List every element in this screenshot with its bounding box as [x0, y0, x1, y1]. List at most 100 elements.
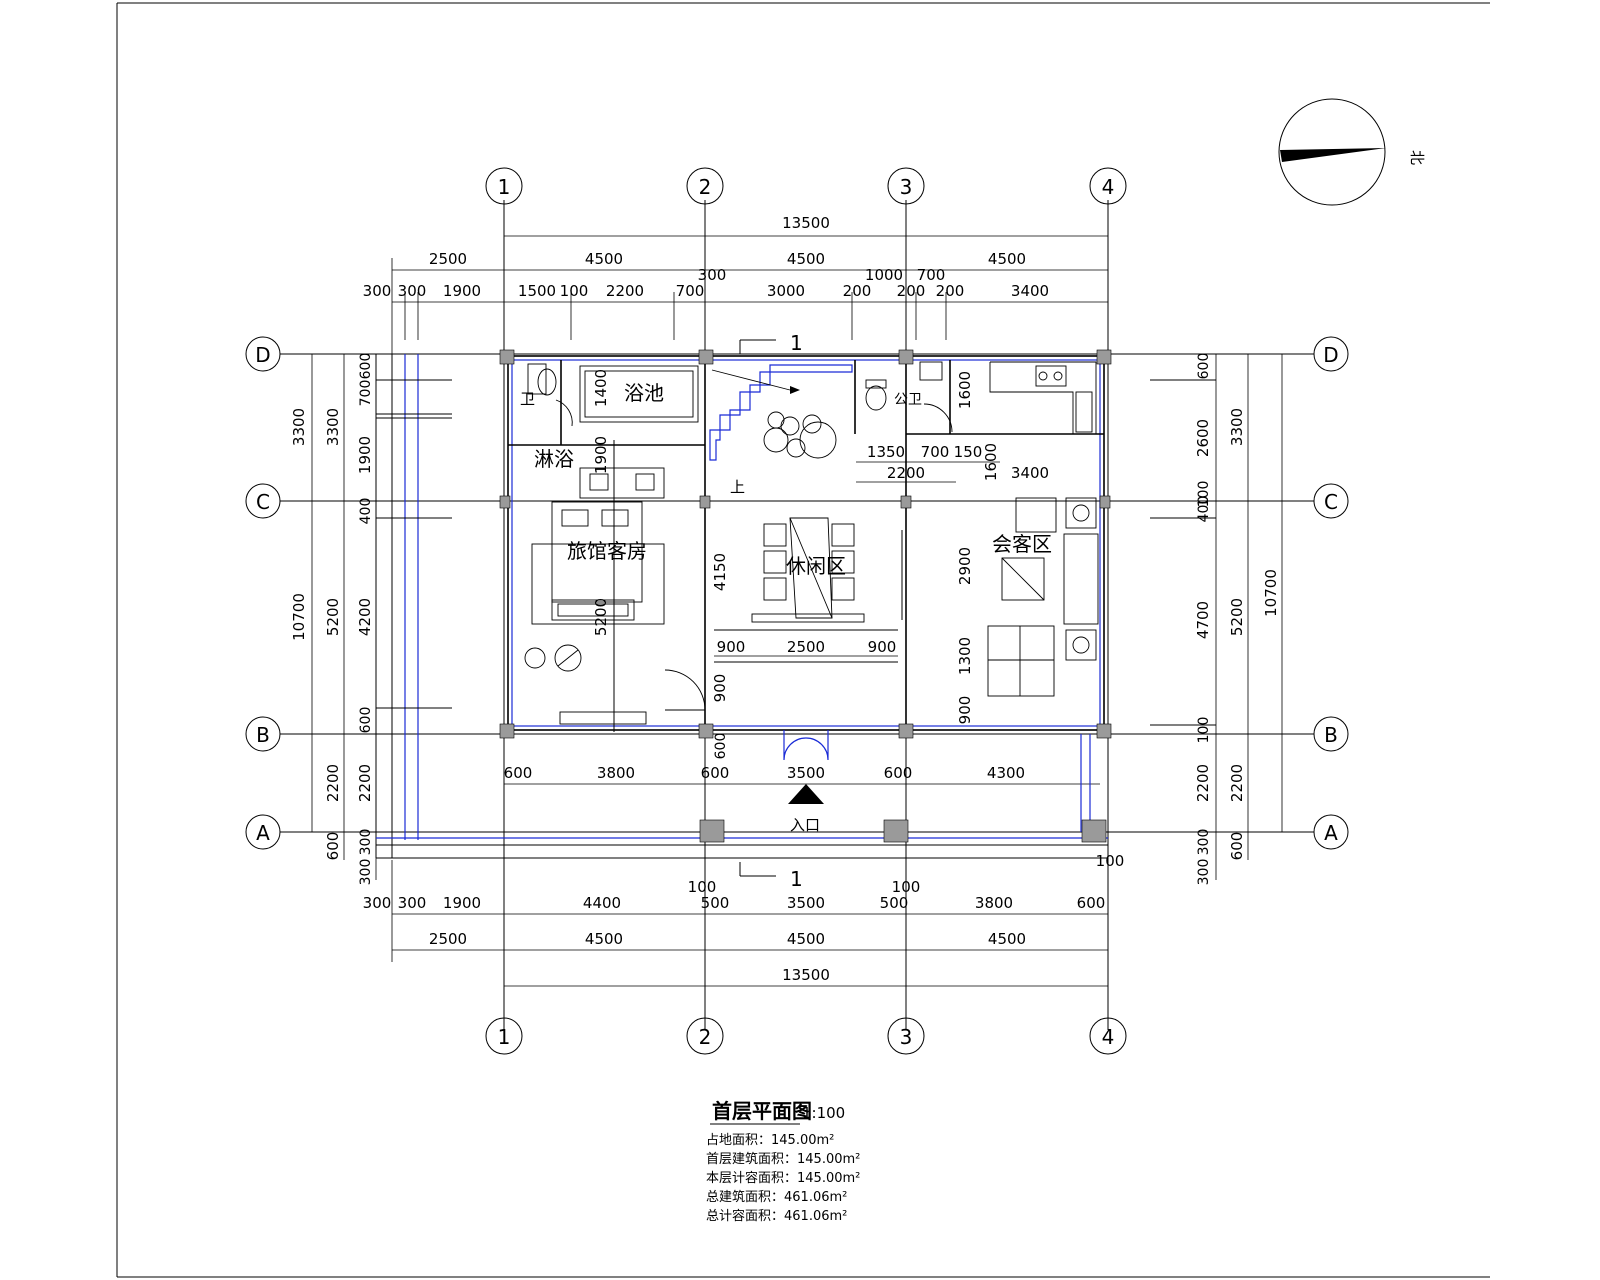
dim-right-inner-9: 300 — [1196, 859, 1212, 886]
dim-front-2: 3800 — [597, 764, 635, 782]
dim-top-row3-5: 100 — [560, 282, 589, 300]
dim-front-5: 600 — [884, 764, 913, 782]
dim-top-row3-11: 1000 — [865, 266, 903, 284]
dim-left-outer-2: 5200 — [324, 598, 342, 636]
dim-right-inner-1: 600 — [1196, 353, 1212, 380]
side-table-icon — [1065, 497, 1097, 529]
dim-left-outer-1b: 3300 — [324, 408, 342, 446]
dim-bottom-row1-11: 600 — [1077, 894, 1106, 912]
axis-label-4-bottom: 4 — [1102, 1025, 1115, 1049]
axis-bubbles-top: 1 2 3 4 — [485, 167, 1127, 205]
dim-right-inner-3: 100 — [1196, 481, 1212, 508]
section-label-top: 1 — [790, 331, 803, 355]
room-label-toilet: 卫 — [520, 390, 535, 408]
dim-int-18: 1300 — [956, 637, 974, 675]
top-dimensions: 13500 2500 4500 4500 4500 300 300 1900 1… — [363, 214, 1108, 354]
axis-label-B-right: B — [1324, 723, 1338, 747]
dim-top-row3-9: 3000 — [767, 282, 805, 300]
dim-bottom-row1-1: 300 — [363, 894, 392, 912]
dim-int-14: 1600 — [956, 371, 974, 409]
dim-int-1: 1400 — [592, 369, 610, 407]
dim-int-4: 4150 — [711, 553, 729, 591]
dim-left-inner-5: 1900 — [356, 436, 374, 474]
dim-bottom-row1-7: 3500 — [787, 894, 825, 912]
dim-right-inner-4: 400 — [1196, 496, 1212, 523]
dim-top-row2-4: 4500 — [988, 250, 1026, 268]
dim-top-row3-12: 700 — [917, 266, 946, 284]
coffee-table-icon — [1001, 557, 1045, 601]
dim-left-inner-11: 300 — [358, 859, 374, 886]
dim-front-1: 600 — [504, 764, 533, 782]
axis-label-D-right: D — [1323, 343, 1338, 367]
dim-top-row2-2: 4500 — [585, 250, 623, 268]
axis-label-4-top: 4 — [1102, 175, 1115, 199]
dim-int-2: 1900 — [592, 436, 610, 474]
dim-int-13: 2200 — [887, 464, 925, 482]
wc-basin-icon — [919, 361, 943, 381]
dim-int-11: 700 — [921, 443, 950, 461]
door-swing-icon-2 — [664, 669, 706, 711]
left-dimensions: 3300 10700 3300 5200 2200 600 600 700 19… — [290, 353, 377, 886]
lamp-icon — [554, 644, 582, 672]
dim-bottom-row1-10: 3800 — [975, 894, 1013, 912]
entrance-arrow-icon — [788, 784, 824, 804]
dim-bottom-row1-8: 100 — [892, 878, 921, 896]
room-label-guest: 旅馆客房 — [567, 539, 647, 563]
dim-top-row3-2: 300 — [398, 282, 427, 300]
north-arrow: 北 — [1278, 98, 1426, 206]
dim-bottom-row1-4: 4400 — [583, 894, 621, 912]
dim-left-inner-7: 4200 — [356, 598, 374, 636]
room-label-reception: 会客区 — [992, 532, 1052, 556]
sofa-icon — [1063, 533, 1099, 625]
armchair-icon — [1015, 497, 1057, 533]
stair-up-label: 上 — [730, 478, 745, 496]
axis-label-2-top: 2 — [699, 175, 712, 199]
dim-right-outer-1: 3300 — [1228, 408, 1246, 446]
dim-int-16: 3400 — [1011, 464, 1049, 482]
axis-bubbles-left: D C B A — [245, 336, 281, 850]
dim-left-outer-4: 600 — [324, 832, 342, 861]
bathtub-icon — [579, 365, 699, 423]
room-labels: 旅馆客房 浴池 卫 淋浴 公卫 休闲区 会客区 入口 上 — [520, 381, 1052, 834]
room-label-bath: 浴池 — [624, 381, 664, 405]
dim-top-row3-1: 300 — [363, 282, 392, 300]
dim-right-total: 10700 — [1262, 569, 1280, 617]
dim-bottom-total: 13500 — [782, 966, 830, 984]
dim-right-inner-6: 100 — [1196, 717, 1212, 744]
vanity-icon — [579, 467, 665, 499]
dim-int-3: 5200 — [592, 598, 610, 636]
dim-front-3: 600 — [701, 764, 730, 782]
dim-top-row2-3: 4500 — [787, 250, 825, 268]
dim-top-row3-3: 1900 — [443, 282, 481, 300]
dim-left-inner-6: 400 — [358, 498, 374, 525]
dim-left-outer-1: 3300 — [290, 408, 308, 446]
stair-and-leisure — [709, 364, 907, 761]
dim-top-row3-14: 200 — [936, 282, 965, 300]
axis-label-B-left: B — [256, 723, 270, 747]
dim-int-20: 100 — [1096, 852, 1125, 870]
wc-and-kitchen — [865, 361, 1097, 435]
axis-label-D-left: D — [255, 343, 270, 367]
axis-bubbles-bottom: 1 2 3 4 — [485, 1017, 1127, 1055]
front-dimensions: 600 3800 600 3500 600 4300 — [504, 764, 1100, 785]
dim-bottom-row2-1: 2500 — [429, 930, 467, 948]
dim-top-row3-13: 200 — [897, 282, 926, 300]
door-swing-icon — [555, 399, 573, 427]
axis-label-3-bottom: 3 — [900, 1025, 913, 1049]
dim-left-inner-8: 600 — [358, 707, 374, 734]
axis-label-2-bottom: 2 — [699, 1025, 712, 1049]
bottom-dimensions: 300 300 1900 4400 100 500 3500 100 500 3… — [363, 860, 1108, 987]
dim-int-7: 900 — [868, 638, 897, 656]
dim-left-inner-9: 2200 — [356, 764, 374, 802]
section-label-bottom: 1 — [790, 867, 803, 891]
dim-bottom-row2-2: 4500 — [585, 930, 623, 948]
drawing-frame — [116, 2, 1490, 1278]
axis-label-C-left: C — [256, 490, 270, 514]
dim-left-outer-3: 2200 — [324, 764, 342, 802]
dim-top-row3-7: 700 — [676, 282, 705, 300]
interior-dimensions: 1400 1900 5200 4150 900 2500 900 900 600… — [592, 369, 1124, 870]
sofa-set-icon — [987, 625, 1055, 697]
axis-label-1-top: 1 — [498, 175, 511, 199]
wc-toilet-icon — [865, 385, 887, 411]
